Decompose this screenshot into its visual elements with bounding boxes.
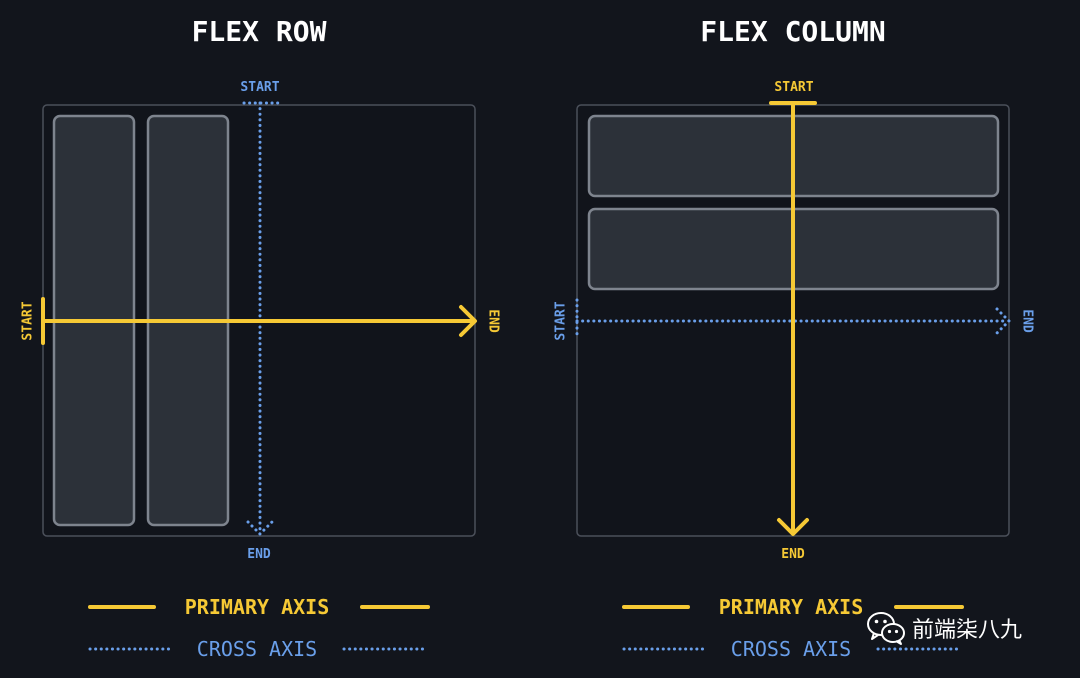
legend-cross-label: CROSS AXIS [197,637,317,661]
legend-cross-label: CROSS AXIS [731,637,851,661]
row-cross-start-label: START [240,80,279,95]
column-primary-start-label: START [774,80,813,95]
flex-column-title: FLEX COLUMN [700,15,885,48]
row-primary-axis [41,297,477,345]
column-primary-end-label: END [781,547,805,562]
row-cross-end-label: END [247,547,271,562]
row-legend: PRIMARY AXIS CROSS AXIS [88,595,430,661]
flex-row-title: FLEX ROW [192,15,327,48]
watermark: 前端柒八九 [866,610,1022,646]
row-primary-end-label: END [486,309,501,333]
wechat-icon [867,612,905,645]
legend-primary-label: PRIMARY AXIS [185,595,330,619]
column-cross-end-label: END [1020,309,1035,333]
column-primary-axis [769,101,817,536]
column-cross-axis [575,298,1012,338]
column-cross-start-label: START [554,301,569,340]
watermark-text: 前端柒八九 [912,618,1023,643]
legend-primary-label: PRIMARY AXIS [719,595,864,619]
column-legend: PRIMARY AXIS CROSS AXIS [622,595,964,661]
row-primary-start-label: START [21,301,36,340]
row-cross-axis [242,101,284,537]
